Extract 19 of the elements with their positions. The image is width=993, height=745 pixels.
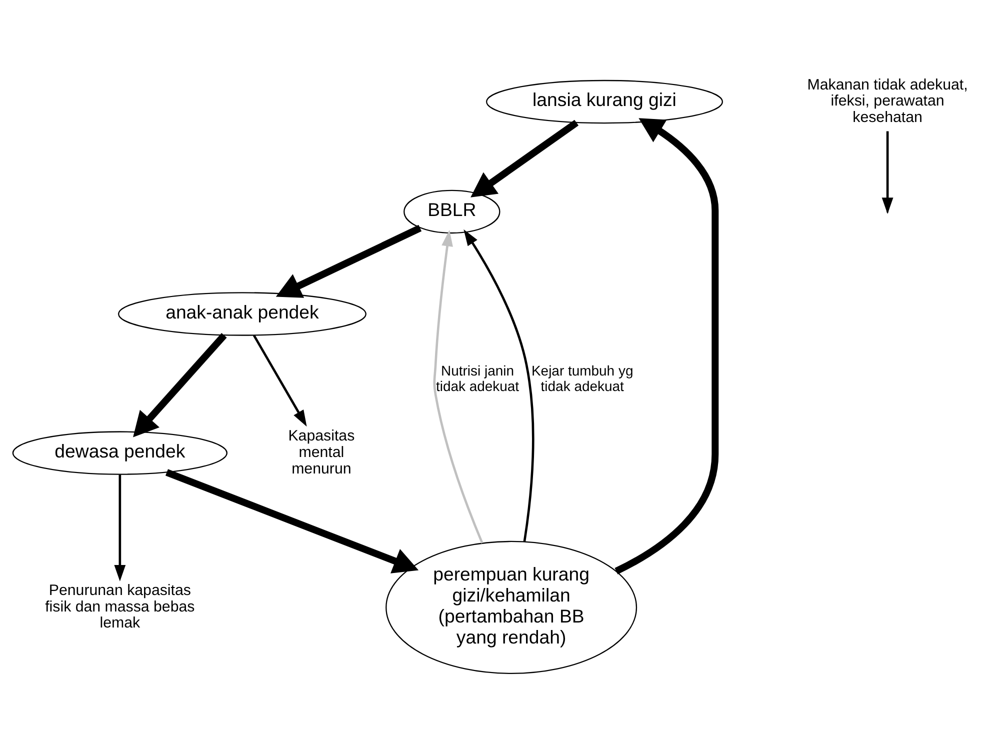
arrow bbox=[614, 118, 719, 574]
node-text: Penurunan kapasitas fisik dan massa bebas lemak bbox=[45, 582, 195, 632]
node-text: Kapasitas mental menurun bbox=[288, 427, 355, 477]
edge-label: Kejar tumbuh yg tidak adekuat bbox=[532, 362, 634, 394]
node-ellipse: perempuan kurang gizi/kehamilan (pertambahan BB yang rendah) bbox=[386, 540, 638, 674]
node-ellipse: dewasa pendek bbox=[12, 430, 228, 474]
arrow bbox=[252, 334, 307, 426]
node-text: Makanan tidak adekuat, ifeksi, perawatan kesehatan bbox=[807, 76, 968, 126]
arrow bbox=[165, 468, 419, 573]
node-ellipse: BBLR bbox=[404, 189, 500, 234]
arrow bbox=[464, 228, 534, 542]
node-ellipse: anak-anak pendek bbox=[118, 292, 366, 336]
arrow bbox=[114, 474, 126, 581]
edge-label: Nutrisi janin tidak adekuat bbox=[436, 362, 520, 394]
arrow bbox=[133, 332, 227, 437]
arrow bbox=[470, 119, 579, 197]
arrow bbox=[276, 224, 422, 298]
node-ellipse: lansia kurang gizi bbox=[486, 79, 723, 124]
arrow bbox=[433, 229, 484, 543]
